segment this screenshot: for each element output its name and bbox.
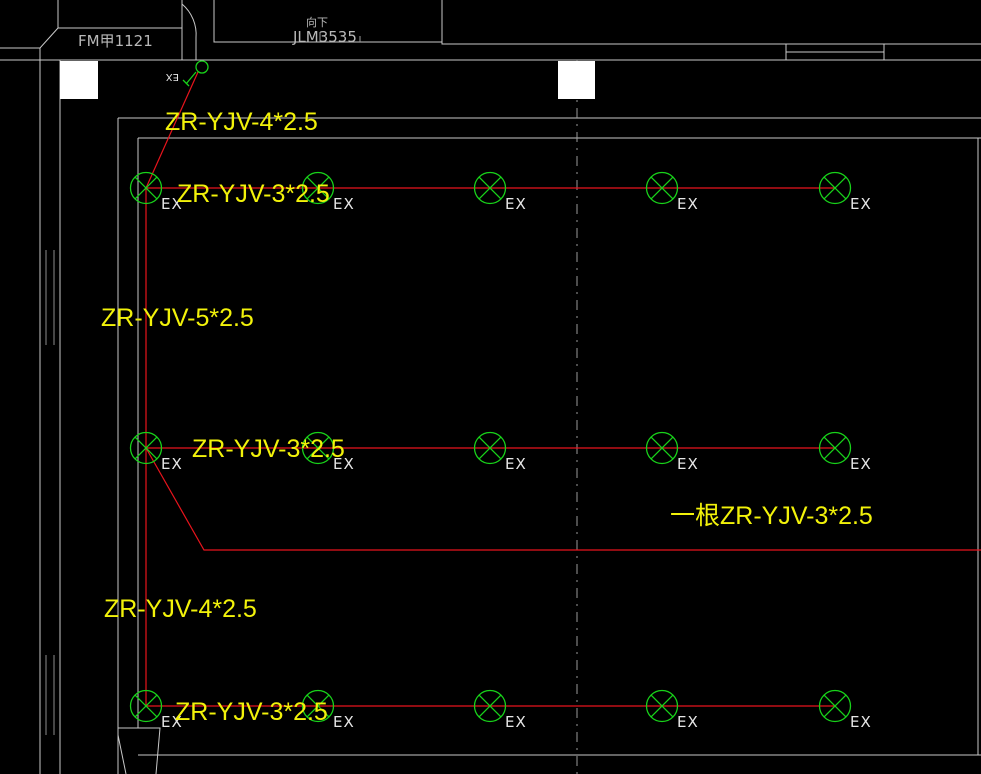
window-note-label: 向下 — [306, 15, 328, 29]
lamp-cross-icon — [650, 694, 674, 718]
lamp-circle-icon — [645, 689, 679, 723]
exit-lamp-r2-c1[interactable]: EX — [129, 431, 183, 474]
lamp-cross-icon — [134, 436, 158, 460]
lamp-grid: EX EX EX EX EX EX EX EX EX EX EX EX EX EX EX — [129, 171, 872, 732]
lamp-circle-icon — [301, 171, 335, 205]
lamp-tag: EX — [505, 713, 527, 731]
lamp-cross-icon — [134, 694, 158, 718]
lamp-tag: EX — [677, 195, 699, 213]
lamp-circle-icon — [818, 171, 852, 205]
lamp-circle-icon — [129, 431, 163, 465]
exit-lamp-r1-c1[interactable]: EX — [129, 171, 183, 214]
lamp-circle-icon — [473, 431, 507, 465]
lamp-cross-icon — [650, 436, 674, 460]
lamp-tag: EX — [505, 195, 527, 213]
lamp-circle-icon — [645, 171, 679, 205]
lamp-circle-icon — [818, 689, 852, 723]
lamp-cross-icon — [134, 176, 158, 200]
exit-lamp-r3-c2[interactable]: EX — [301, 689, 355, 732]
exit-lamp-r3-c4[interactable]: EX — [645, 689, 699, 732]
exit-lamp-r3-c5[interactable]: EX — [818, 689, 872, 732]
exit-lamp-r2-c3[interactable]: EX — [473, 431, 527, 474]
lamp-cross-icon — [823, 176, 847, 200]
lamp-tag: EX — [333, 455, 355, 473]
exit-lamp-r3-c3[interactable]: EX — [473, 689, 527, 732]
lamp-cross-icon — [478, 176, 502, 200]
lamp-circle-icon — [645, 431, 679, 465]
lamp-tag: EX — [333, 195, 355, 213]
exit-lamp-r2-c5[interactable]: EX — [818, 431, 872, 474]
lamp-cross-icon — [823, 694, 847, 718]
lamp-circle-icon — [473, 171, 507, 205]
cable-label-riser: ZR-YJV-4*2.5 — [165, 108, 318, 136]
lamp-tag: EX — [850, 455, 872, 473]
exit-lamp-r2-c2[interactable]: EX — [301, 431, 355, 474]
lamp-cross-icon — [478, 694, 502, 718]
cable-label-row-1: ZR-YJV-3*2.5 — [177, 180, 330, 208]
lamp-tag: EX — [161, 713, 183, 731]
lamp-tag: EX — [850, 195, 872, 213]
lamp-tag: EX — [333, 713, 355, 731]
lamp-tag: EX — [677, 713, 699, 731]
fire-door-label: FM甲1121 — [78, 32, 153, 50]
lamp-circle-icon — [301, 689, 335, 723]
lamp-tag: EX — [850, 713, 872, 731]
exit-lamp-r1-c2[interactable]: EX — [301, 171, 355, 214]
exit-lamp-r3-c1[interactable]: EX — [129, 689, 183, 732]
lamp-cross-icon — [823, 436, 847, 460]
exit-lamp-r1-c3[interactable]: EX — [473, 171, 527, 214]
lamp-cross-icon — [306, 176, 330, 200]
column-block-left — [60, 61, 98, 99]
lamp-cross-icon — [306, 436, 330, 460]
cable-label-row-2: ZR-YJV-3*2.5 — [192, 435, 345, 463]
exit-lamp-r1-c4[interactable]: EX — [645, 171, 699, 214]
wiring — [145, 71, 981, 707]
exit-lamp-r2-c4[interactable]: EX — [645, 431, 699, 474]
switch-symbol[interactable]: EX — [166, 60, 209, 87]
switch-circle-icon — [195, 60, 209, 74]
lamp-circle-icon — [129, 689, 163, 723]
lamp-tag: EX — [161, 455, 183, 473]
lamp-circle-icon — [301, 431, 335, 465]
lamp-tag: EX — [677, 455, 699, 473]
cable-label-trunk-2: ZR-YJV-4*2.5 — [104, 595, 257, 623]
lamp-circle-icon — [818, 431, 852, 465]
cable-label-row-3: ZR-YJV-3*2.5 — [175, 698, 328, 726]
lamp-circle-icon — [129, 171, 163, 205]
exit-lamp-r1-c5[interactable]: EX — [818, 171, 872, 214]
window-code-label: JLM3535 — [292, 28, 357, 46]
switch-tag: EX — [166, 71, 179, 82]
lamp-tag: EX — [161, 195, 183, 213]
lamp-tag: EX — [505, 455, 527, 473]
lamp-cross-icon — [306, 694, 330, 718]
lamp-cross-icon — [650, 176, 674, 200]
cable-label-branch: 一根ZR-YJV-3*2.5 — [670, 502, 873, 530]
column-block-right — [558, 61, 595, 99]
lamp-cross-icon — [478, 436, 502, 460]
lamp-circle-icon — [473, 689, 507, 723]
cable-label-trunk-1: ZR-YJV-5*2.5 — [101, 304, 254, 332]
